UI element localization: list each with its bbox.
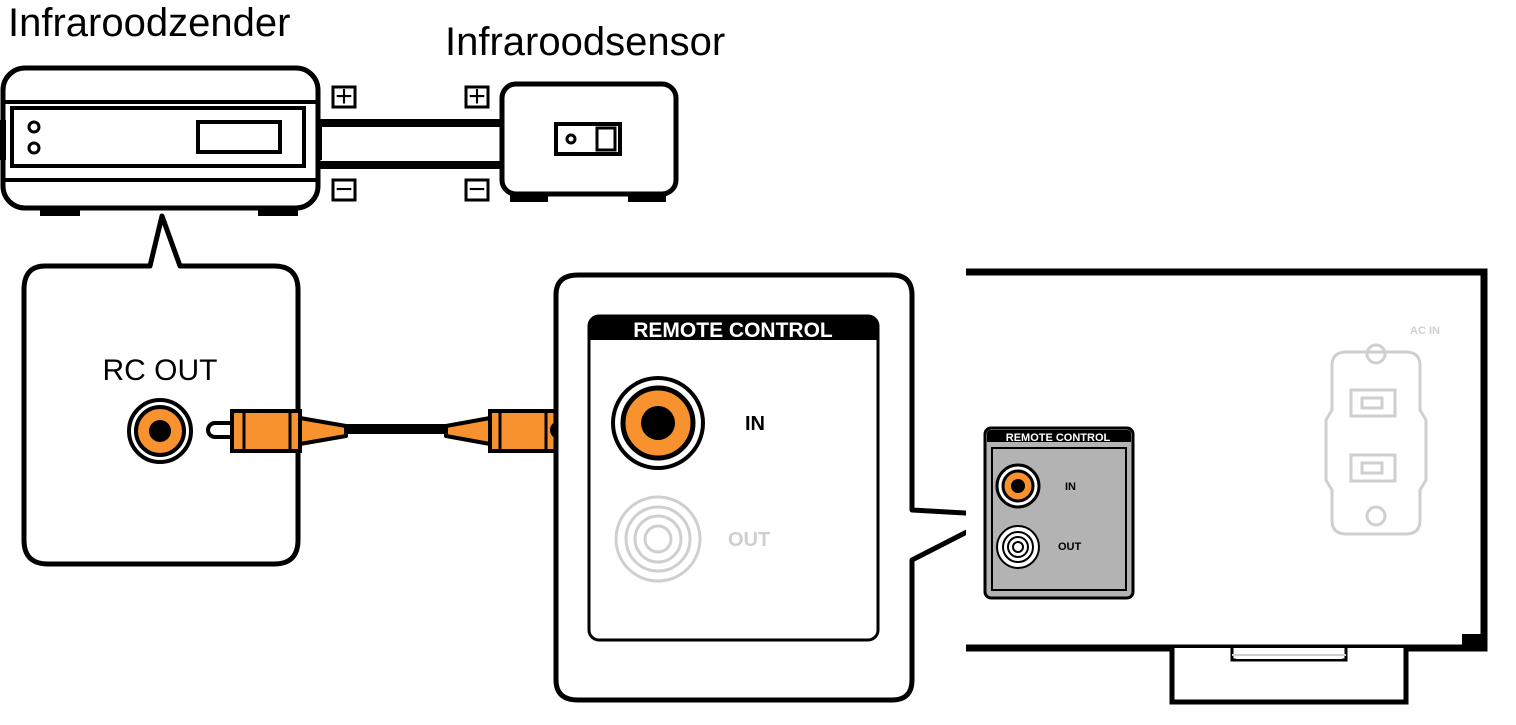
in-label: IN bbox=[745, 413, 765, 435]
rc-out-label: RC OUT bbox=[103, 354, 218, 387]
small-in-jack bbox=[995, 463, 1041, 509]
infrared-transmitter: Infraroodzender bbox=[0, 1, 322, 216]
ac-in-socket bbox=[1324, 343, 1428, 536]
ac-in-label: AC IN bbox=[1410, 325, 1440, 337]
device-rear-panel: AC IN REMOTE CONTROL IN bbox=[966, 268, 1488, 705]
rc-out-callout: RC OUT bbox=[21, 213, 301, 567]
remote-control-header: REMOTE CONTROL bbox=[633, 319, 833, 342]
left-rca-plug bbox=[206, 409, 348, 453]
rca-cable bbox=[206, 409, 588, 453]
remote-control-zoom: REMOTE CONTROL IN OUT bbox=[553, 272, 1003, 703]
sensor-wires bbox=[320, 119, 502, 169]
out-jack bbox=[614, 495, 702, 583]
small-remote-control-panel: REMOTE CONTROL IN OUT bbox=[983, 426, 1135, 600]
small-in-label: IN bbox=[1065, 481, 1076, 493]
plus-sign-left: + bbox=[335, 80, 353, 113]
plus-sign-right: + bbox=[468, 80, 486, 113]
small-out-label: OUT bbox=[1058, 541, 1082, 553]
small-out-jack bbox=[996, 525, 1040, 569]
transmitter-title: Infraroodzender bbox=[8, 1, 290, 45]
sensor-title: Infraroodsensor bbox=[445, 20, 725, 64]
minus-sign-left: − bbox=[335, 173, 353, 206]
infrared-sensor: Infraroodsensor + − bbox=[445, 20, 725, 206]
out-label: OUT bbox=[728, 529, 770, 551]
small-remote-control-header: REMOTE CONTROL bbox=[1006, 432, 1111, 444]
transmitter-terminals: + − bbox=[331, 80, 357, 206]
minus-sign-right: − bbox=[468, 173, 486, 206]
in-jack bbox=[611, 376, 705, 470]
